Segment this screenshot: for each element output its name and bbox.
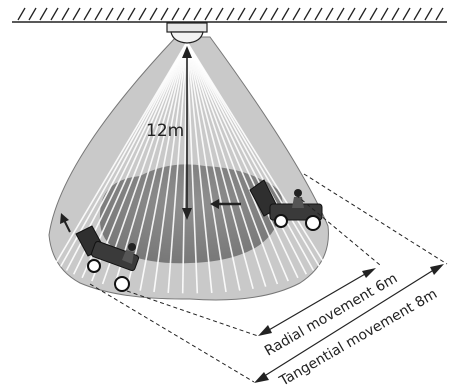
beam-line bbox=[55, 41, 188, 263]
hatch-mark bbox=[171, 7, 180, 21]
dimension-guides bbox=[89, 173, 448, 383]
sensor-beams bbox=[55, 41, 325, 294]
hatch-mark bbox=[358, 7, 367, 21]
hatch-mark bbox=[281, 7, 290, 21]
hatch-mark bbox=[215, 7, 224, 21]
beam-line bbox=[153, 41, 188, 293]
detection-zone bbox=[99, 164, 283, 264]
hatch-mark bbox=[424, 7, 433, 21]
hatch-mark bbox=[292, 7, 301, 21]
move-arrow-left bbox=[210, 199, 241, 209]
beam-line bbox=[186, 41, 267, 287]
tangential-arrow bbox=[254, 264, 444, 383]
hatch-mark bbox=[17, 7, 26, 21]
hatch-mark bbox=[270, 7, 279, 21]
move-arrow-up bbox=[60, 213, 71, 233]
hatch-mark bbox=[435, 7, 444, 21]
beam-line bbox=[186, 41, 199, 294]
beam-line bbox=[139, 41, 188, 291]
forklift-icon bbox=[75, 225, 140, 292]
hatch-mark bbox=[303, 7, 312, 21]
radial-arrow bbox=[258, 268, 376, 336]
hatch-mark bbox=[314, 7, 323, 21]
beam-line bbox=[113, 41, 188, 287]
hatch-mark bbox=[28, 7, 37, 21]
hatch-mark bbox=[237, 7, 246, 21]
motion-sensor-icon bbox=[166, 22, 208, 44]
hatch-mark bbox=[61, 7, 70, 21]
beam-line bbox=[101, 41, 188, 285]
beam-line bbox=[186, 41, 308, 275]
beam-line bbox=[91, 41, 188, 282]
beam-line bbox=[60, 41, 188, 267]
beam-line bbox=[186, 41, 289, 282]
beam-line bbox=[186, 41, 279, 285]
hatch-mark bbox=[226, 7, 235, 21]
hatch-mark bbox=[380, 7, 389, 21]
hatch-mark bbox=[248, 7, 257, 21]
hatch-mark bbox=[105, 7, 114, 21]
hatch-mark bbox=[325, 7, 334, 21]
hatch-mark bbox=[413, 7, 422, 21]
hatch-mark bbox=[72, 7, 81, 21]
hatch-mark bbox=[193, 7, 202, 21]
hatch-mark bbox=[138, 7, 147, 21]
hatch-mark bbox=[369, 7, 378, 21]
beam-line bbox=[186, 41, 315, 271]
height-label: 12m bbox=[146, 121, 184, 141]
ceiling-hatch bbox=[17, 7, 444, 21]
hatch-mark bbox=[83, 7, 92, 21]
hatch-mark bbox=[94, 7, 103, 21]
beam-line bbox=[186, 41, 299, 279]
beam-line bbox=[167, 41, 188, 293]
hatch-mark bbox=[182, 7, 191, 21]
beam-line bbox=[81, 41, 188, 279]
beam-line bbox=[186, 41, 227, 293]
hatch-mark bbox=[127, 7, 136, 21]
hatch-mark bbox=[39, 7, 48, 21]
hatch-mark bbox=[160, 7, 169, 21]
hatch-mark bbox=[391, 7, 400, 21]
beam-line bbox=[186, 41, 320, 267]
hatch-mark bbox=[149, 7, 158, 21]
hatch-mark bbox=[204, 7, 213, 21]
hatch-mark bbox=[402, 7, 411, 21]
hatch-mark bbox=[116, 7, 125, 21]
beam-line bbox=[186, 41, 254, 290]
beam-line bbox=[126, 41, 188, 289]
height-arrow bbox=[182, 46, 192, 220]
beam-line bbox=[186, 41, 241, 291]
hatch-mark bbox=[50, 7, 59, 21]
beam-line bbox=[186, 41, 325, 263]
ceiling bbox=[12, 7, 447, 23]
hatch-mark bbox=[259, 7, 268, 21]
beam-line bbox=[186, 41, 213, 293]
hatch-mark bbox=[336, 7, 345, 21]
hatch-mark bbox=[347, 7, 356, 21]
